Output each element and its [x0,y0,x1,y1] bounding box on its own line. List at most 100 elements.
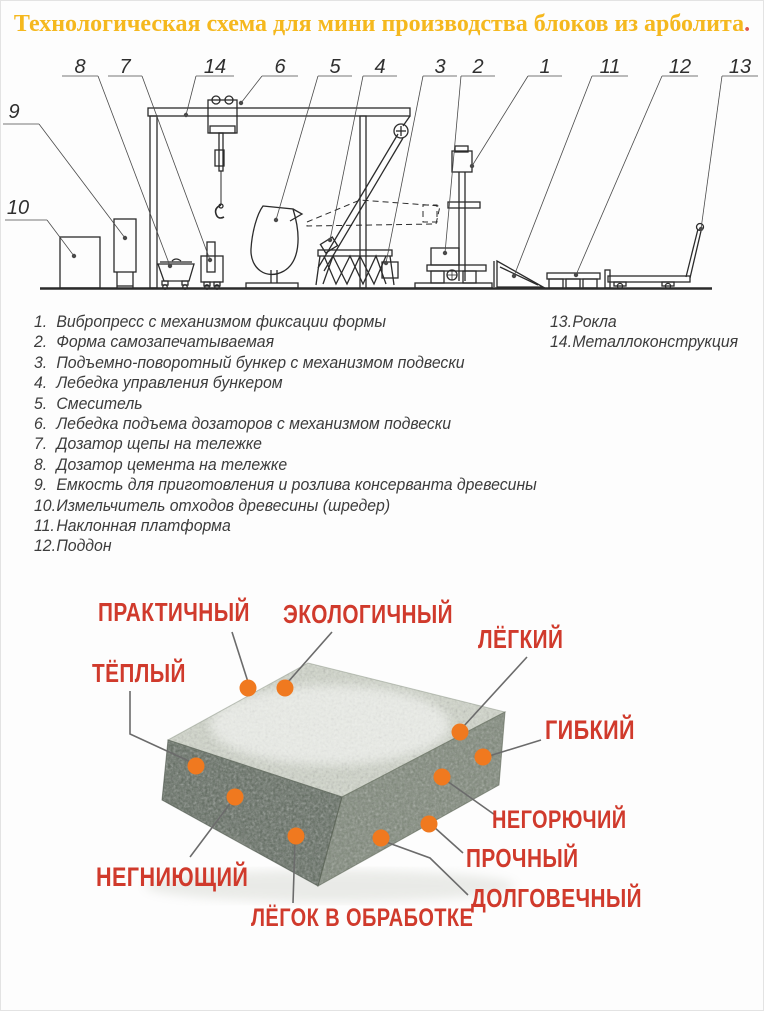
vibropress [414,145,493,289]
inclined-platform [493,259,546,288]
callout-7: 7 [108,56,213,263]
bunker-raised-dashed [306,199,441,227]
dot-durable [372,829,390,847]
callout-number: 3 [434,56,445,78]
property-label-easy-to-machine: ЛЁГОК В ОБРАБОТКЕ [251,904,474,932]
dot-strong [420,815,438,833]
legend-item-text: Вибропресс с механизмом фиксации формы [56,312,387,331]
callout-number: 11 [600,56,621,78]
legend-item-5: 5.Смеситель [34,394,537,414]
legend-item-number: 11. [34,515,55,535]
legend-item-number: 13. [550,312,572,331]
property-label-practical: ПРАКТИЧНЫЙ [98,597,250,627]
legend-item-number: 2. [34,332,48,352]
callout-8: 8 [62,56,173,269]
pallet [546,272,601,289]
legend-item-text: Лебедка подъема дозаторов с механизмом п… [56,413,452,433]
legend-item-text: Металлоконструкция [572,332,739,352]
legend-item-text: Рокла [572,312,617,331]
callout-3: 3 [383,56,457,266]
bunker-winch-boom [317,123,409,272]
legend-item-number: 10. [34,495,56,515]
legend-item-3: 3. Подъемно-поворотный бункер с механизмо… [34,353,537,373]
property-label-rot-proof: НЕГНИЮЩИЙ [96,862,249,892]
callout-number: 13 [729,56,751,78]
legend-item-text: Наклонная платформа [56,515,231,535]
legend-item-4: 4. Лебедка управления бункером [34,373,537,393]
mixer [245,205,304,289]
legend-item-text: Подъемно-поворотный бункер с механизмом … [56,352,465,372]
callout-13: 13 [698,56,758,232]
page-title-period: . [744,11,751,37]
property-label-flexible: ГИБКИЙ [545,715,635,745]
callout-number: 2 [471,56,483,78]
legend-item-number: 8. [34,454,48,474]
dot-practical [239,679,257,697]
hoist-trolley [207,95,238,219]
callout-number: 8 [74,56,85,78]
property-connectors [129,631,542,904]
legend-item-6: 6. Лебедка подъема дозаторов с механизмом… [34,414,537,434]
callout-9: 9 [3,101,128,241]
callout-12: 12 [573,56,698,278]
legend-item-number: 1. [34,312,48,331]
callout-5: 5 [273,56,352,223]
legend-item-1: 1. Вибропресс с механизмом фиксации формы [34,312,537,332]
callout-number: 12 [669,56,691,78]
legend-item-text: Смеситель [56,393,143,413]
pallet-truck [604,222,705,290]
legend-item-7: 7. Дозатор щепы на тележке [34,434,537,454]
legend-item-number: 6. [34,413,48,433]
cement-dosator-cart [157,258,195,290]
legend-item-text: Емкость для приготовления и розлива конс… [56,475,537,495]
page-title-text: Технологическая схема для мини производс… [13,11,745,37]
legend-item-number: 4. [34,373,48,393]
legend-item-11: 11.Наклонная платформа [34,516,537,536]
legend-item-2: 2. Форма самозапечатываемая [34,332,537,352]
callout-4: 4 [327,56,397,243]
property-label-light: ЛЁГКИЙ [478,624,564,654]
property-label-fireproof: НЕГОРЮЧИЙ [492,806,627,834]
property-label-strong: ПРОЧНЫЙ [466,843,579,873]
legend-item-number: 9. [34,475,48,495]
legend-item-8: 8. Дозатор цемента на тележке [34,455,537,475]
legend-item-text: Дозатор цемента на тележке [56,454,288,474]
callout-14: 14 [183,56,234,118]
legend-item-text: Лебедка управления бункером [56,373,283,393]
legend-left-column: 1. Вибропресс с механизмом фиксации формы… [34,312,537,557]
callout-1: 1 [469,56,562,169]
legend-item-number: 3. [34,352,48,372]
legend-item-number: 12. [34,536,56,556]
callout-number: 7 [119,56,131,78]
dot-warm [187,757,205,775]
legend-item-text: Форма самозапечатываемая [56,332,275,352]
dot-rot-proof [226,788,244,806]
legend-item-text: Дозатор щепы на тележке [56,434,262,454]
callout-11: 11 [511,56,628,279]
legend-item-number: 14. [550,332,572,352]
legend-item-14: 14.Металлоконструкция [550,332,738,352]
tech-diagram [40,95,712,290]
callout-number: 4 [374,56,385,78]
legend-item-12: 12.Поддон [34,536,537,556]
legend-item-10: 10.Измельчитель отходов древесины (шреде… [34,496,537,516]
legend-item-number: 7. [34,434,48,454]
callout-10: 10 [5,197,77,259]
callout-number: 9 [8,101,19,123]
dot-flexible [474,748,492,766]
gantry-structure [147,107,411,289]
callout-2: 2 [442,56,495,256]
callout-number: 10 [7,197,29,219]
callout-number: 1 [539,56,550,78]
legend-item-text: Измельчитель отходов древесины (шредер) [56,495,391,515]
callout-number: 14 [204,56,226,78]
feature-dots [187,679,492,847]
tilting-bunker [315,249,399,286]
callout-6: 6 [238,56,298,106]
callout-number: 6 [274,56,286,78]
property-label-ecological: ЭКОЛОГИЧНЫЙ [283,599,454,629]
dot-easy-to-machine [287,827,305,845]
callout-number: 5 [329,56,341,78]
diagram-callouts: 8 7 14 6 5 4 3 2 1 11 12 13 9 10 [3,56,758,279]
